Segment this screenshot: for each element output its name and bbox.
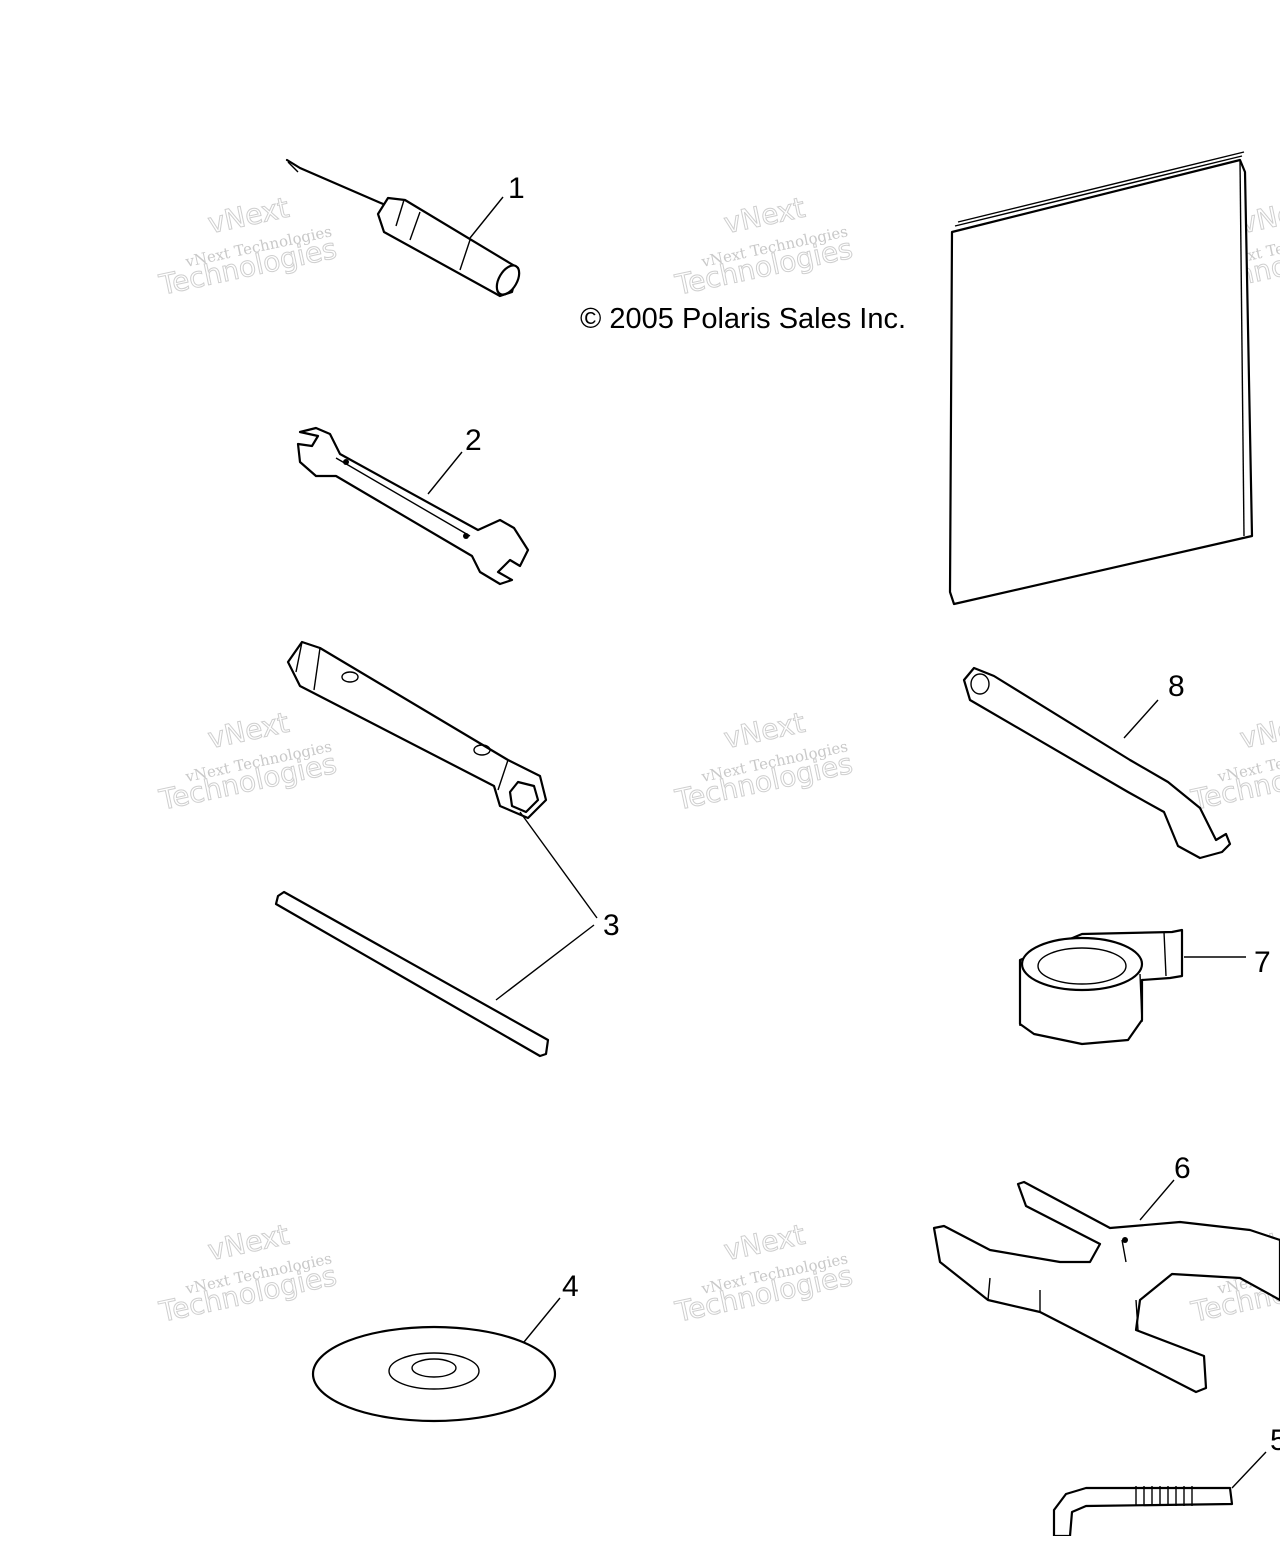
- part-1-screwdriver[interactable]: [285, 158, 524, 298]
- leader-line-5: [1231, 1451, 1267, 1489]
- watermark: vNext vNext Technologies Technologies: [671, 1217, 856, 1329]
- watermark-line1: vNext: [1237, 706, 1280, 755]
- leader-line-8: [1123, 699, 1159, 739]
- part-6-clutch-tool[interactable]: [932, 1180, 1280, 1394]
- part-2-wrench[interactable]: [296, 426, 530, 586]
- part-4-disc[interactable]: [311, 1325, 557, 1423]
- owners-manual[interactable]: [948, 151, 1254, 606]
- watermark: vNext vNext Technologies Technologies: [155, 1217, 340, 1329]
- copyright-text: © 2005 Polaris Sales Inc.: [580, 303, 906, 335]
- leader-line-3b: [495, 924, 595, 1001]
- part-3-spark-plug-wrench[interactable]: [274, 640, 550, 1058]
- callout-8: 8: [1168, 670, 1185, 703]
- callout-5: 5: [1270, 1424, 1280, 1457]
- callout-4: 4: [562, 1270, 579, 1303]
- callout-7: 7: [1254, 946, 1271, 979]
- callout-3: 3: [603, 909, 620, 942]
- leader-line-3a: [519, 811, 598, 919]
- watermark: vNext vNext Technologies Technologies: [155, 705, 340, 817]
- watermark: vNext vNext Technologies Technologies: [155, 190, 340, 302]
- watermark: vNext vNext Technologies Technologies: [671, 190, 856, 302]
- part-8-spanner-wrench[interactable]: [962, 666, 1232, 860]
- part-7-tape-roll[interactable]: [1018, 928, 1184, 1046]
- leader-line-2: [427, 451, 463, 495]
- leader-line-6: [1139, 1179, 1175, 1221]
- callout-6: 6: [1174, 1152, 1191, 1185]
- part-5-hex-key[interactable]: [1052, 1486, 1234, 1538]
- callout-2: 2: [465, 424, 482, 457]
- callout-1: 1: [508, 172, 525, 205]
- leader-line-4: [523, 1297, 561, 1343]
- leader-line-1: [469, 196, 504, 239]
- watermark: vNext vNext Technologies Technologies: [671, 705, 856, 817]
- watermark: vNext vNext Technologies Technologies: [1187, 705, 1280, 817]
